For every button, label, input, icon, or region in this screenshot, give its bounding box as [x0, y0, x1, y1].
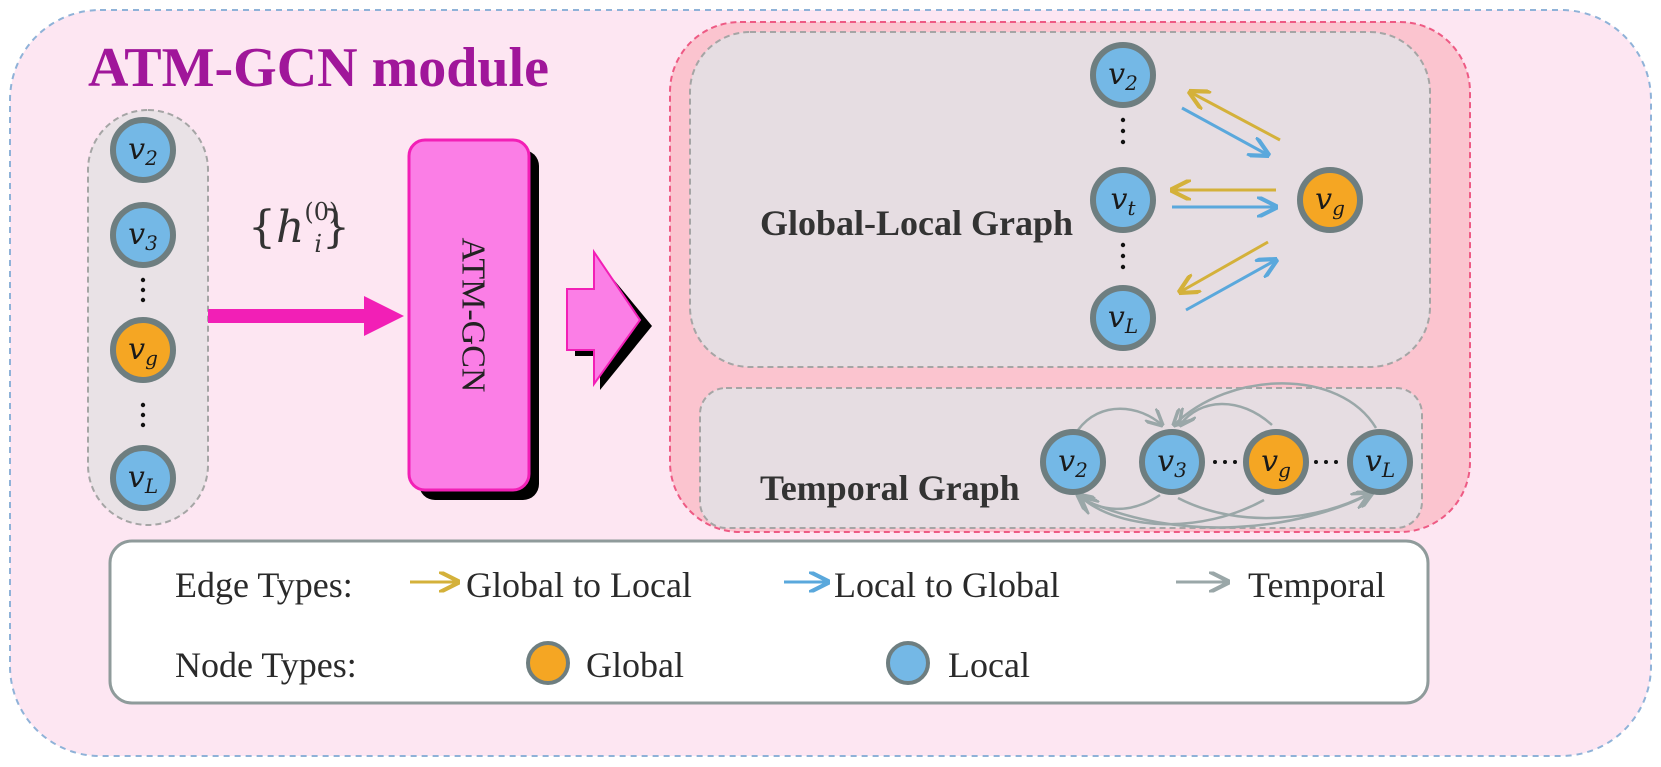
legend-edge-types-label: Edge Types:	[175, 565, 353, 605]
atm-gcn-block	[407, 138, 531, 492]
global-local-panel	[689, 31, 1431, 368]
gl-node-vt	[1090, 167, 1156, 233]
edge-global-to-local	[1180, 240, 1269, 292]
edge-local-to-global	[1181, 106, 1268, 155]
gl-node-v2	[1090, 42, 1156, 108]
legend-edge-local-to-global: Local to Global	[834, 565, 1060, 605]
input-node-vL	[110, 445, 176, 511]
formula-sub: i	[314, 230, 323, 258]
formula-brace-open: {	[248, 202, 276, 253]
input-formula: {h(0) i}	[248, 200, 350, 256]
legend-node-local-label: Local	[948, 645, 1030, 685]
gl-node-vg	[1297, 167, 1363, 233]
legend-node-local	[886, 641, 930, 685]
input-node-label: v3	[128, 217, 158, 255]
input-node-vg	[110, 317, 176, 383]
legend-node-global	[526, 641, 570, 685]
tg-node-v3	[1139, 429, 1205, 495]
formula-h: h	[276, 202, 305, 253]
gl-global-node-label: vg	[1315, 182, 1345, 220]
tg-node-label: vg	[1261, 444, 1291, 482]
input-node-label: vL	[127, 460, 159, 498]
legend-node-types-label: Node Types:	[175, 645, 357, 685]
tg-node-label: vL	[1364, 444, 1396, 482]
temporal-edge	[1076, 407, 1162, 431]
temporal-edges	[1076, 382, 1378, 529]
input-node-v2	[110, 117, 176, 183]
input-node-v3	[110, 202, 176, 268]
temporal-edge	[1174, 382, 1378, 428]
temporal-graph-label: Temporal Graph	[760, 468, 1020, 508]
tg-node-label: v3	[1157, 444, 1187, 482]
input-arrow-head	[364, 296, 404, 336]
gl-node-label: v2	[1108, 57, 1138, 95]
tg-node-vg	[1243, 429, 1309, 495]
tg-node-vL	[1347, 429, 1413, 495]
formula-sup: (0)	[304, 198, 339, 226]
edge-local-to-global	[1185, 260, 1276, 312]
tg-node-v2	[1040, 429, 1106, 495]
edge-global-to-local	[1190, 92, 1281, 142]
legend-node-global-label: Global	[586, 645, 684, 685]
atm-gcn-block-text: ATM-GCN	[454, 237, 491, 393]
legend-edge-global-to-local: Global to Local	[466, 565, 692, 605]
module-title: ATM-GCN module	[88, 37, 549, 99]
tg-node-label: v2	[1058, 444, 1088, 482]
ellipsis-dots	[140, 117, 1338, 464]
global-local-graph-label: Global-Local Graph	[760, 203, 1074, 243]
formula-brace-close: }	[322, 202, 351, 253]
gl-node-label: vL	[1107, 300, 1139, 338]
input-node-label: vg	[128, 332, 158, 370]
node-circles	[110, 42, 1413, 511]
gl-node-vL	[1090, 285, 1156, 351]
input-node-label: v2	[128, 132, 158, 170]
temporal-edge	[1177, 494, 1368, 520]
legend-edge-temporal: Temporal	[1248, 565, 1386, 605]
atm-gcn-block-label: ATM-GCN	[412, 140, 532, 490]
block-arrow	[566, 248, 642, 388]
gl-node-label: vt	[1110, 182, 1136, 220]
